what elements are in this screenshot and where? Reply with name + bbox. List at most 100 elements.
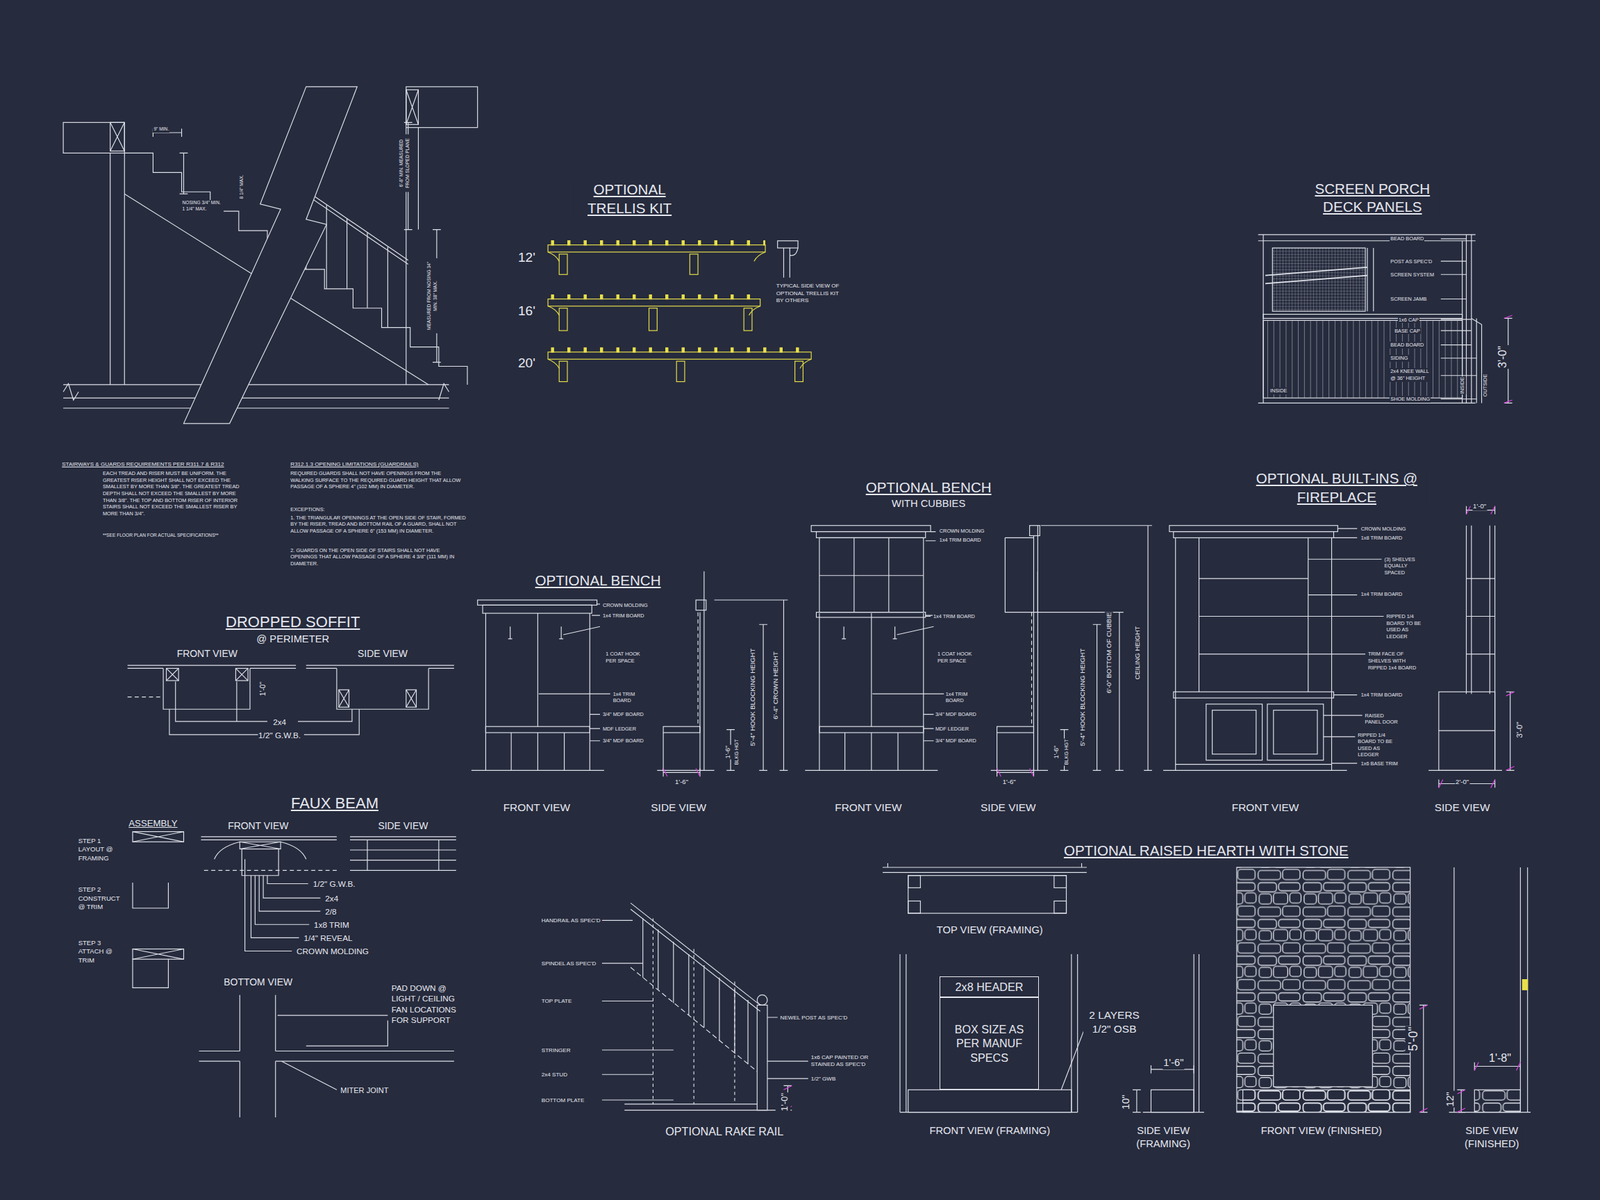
detail-title: SCREEN PORCH DECK PANELS <box>1305 179 1440 218</box>
dimension-text: 8 1/4" MAX. <box>238 173 246 200</box>
annotation-text: FRONT VIEW <box>227 819 289 832</box>
rake-rail <box>756 995 768 1006</box>
screen-porch-panels <box>1258 234 1476 403</box>
fireplace-built-ins <box>1163 764 1347 771</box>
raised-hearth <box>1236 867 1411 1113</box>
annotation-text: 9" MIN. <box>152 126 170 133</box>
raised-hearth <box>1419 1004 1428 1112</box>
trellis-kit <box>795 361 804 382</box>
dimension-text: OUTSIDE <box>1482 373 1490 398</box>
stair-section <box>183 86 357 424</box>
annotation-text: REQUIRED GUARDS SHALL NOT HAVE OPENINGS … <box>289 470 465 491</box>
dimension-text: INSIDE <box>1459 376 1466 395</box>
faux-beam <box>132 831 457 1118</box>
screen-porch-panels <box>1263 314 1463 319</box>
annotation-text: SIDE VIEW (FRAMING) <box>1131 1124 1195 1151</box>
dimension-text: 5'-0" <box>1405 1025 1422 1052</box>
fireplace-built-ins <box>1169 525 1338 532</box>
bench-crown <box>477 600 598 605</box>
raised-hearth <box>1273 1004 1373 1087</box>
raised-hearth <box>900 954 1078 1113</box>
raised-hearth <box>1449 867 1532 1113</box>
dimension-text: 6'-4" CROWN HEIGHT <box>771 651 780 721</box>
faux-beam <box>132 949 184 960</box>
cubby-bench-upper <box>1033 525 1152 771</box>
rake-rail <box>643 918 748 1064</box>
stair-section <box>110 152 125 385</box>
dimension-text: 5'-4" HOOK BLOCKING HEIGHT <box>748 647 757 747</box>
annotation-text: 2x4 STUD <box>540 1071 569 1080</box>
trellis-side-view <box>777 240 798 248</box>
faux-beam <box>350 836 457 871</box>
dimension-text: 1'-0" <box>258 681 268 697</box>
cubby-bench-upper <box>1004 525 1038 613</box>
screen-porch-panels <box>1367 247 1374 312</box>
annotation-text: 2 LAYERS 1/2" OSB <box>1082 1008 1146 1037</box>
dimension-text: 10" <box>1120 1093 1134 1111</box>
bench-side-view <box>663 732 664 771</box>
faux-beam <box>367 839 439 871</box>
dimension-text: 3'-0" <box>1494 345 1510 369</box>
annotation-text: HANDRAIL AS SPEC'D <box>540 917 602 925</box>
detail-title: DROPPED SOFFIT <box>225 612 361 633</box>
raised-hearth <box>1132 1065 1194 1113</box>
dimension-text: 1'-6" <box>1052 744 1061 760</box>
faux-beam <box>239 841 281 849</box>
annotation-text: 1x4 TRIM BOARD <box>602 612 646 620</box>
dropped-soffit <box>306 665 455 710</box>
annotation-text: RAISED PANEL DOOR <box>1364 712 1402 726</box>
stair-section <box>110 122 125 151</box>
annotation-text: 1x6 BASE TRIM <box>1360 760 1399 768</box>
annotation-text: 1/2" G.W.B. <box>312 878 357 889</box>
trellis-kit <box>550 240 766 246</box>
trellis-side-view <box>777 240 798 278</box>
annotation-text: 1x6 CAP <box>1397 316 1420 324</box>
annotation-text: 3/4" MDF BOARD <box>602 711 645 719</box>
dropped-soffit <box>127 696 162 698</box>
trellis-kit <box>550 294 760 300</box>
cubby-bench-upper <box>816 612 926 618</box>
annotation-text: 3/4" MDF BOARD <box>934 737 978 745</box>
raised-hearth <box>1419 1004 1521 1112</box>
annotation-text: 1x4 TRIM BOARD <box>932 613 976 621</box>
annotation-text: FRONT VIEW <box>176 647 239 660</box>
annotation-text: TOP VIEW (FRAMING) <box>936 923 1044 937</box>
annotation-text: 1 COAT HOOK PER SPACE <box>604 650 653 664</box>
trellis-kit <box>743 308 753 331</box>
trellis-kit <box>550 347 812 353</box>
dropped-soffit <box>235 668 248 681</box>
raised-hearth <box>1474 1089 1521 1112</box>
annotation-text: NEWEL POST AS SPEC'D <box>779 1014 849 1023</box>
faux-beam <box>204 870 337 871</box>
annotation-text: 1x4 TRIM BOARD <box>1360 691 1404 699</box>
stair-section <box>63 122 125 153</box>
annotation-text: STRINGER <box>540 1047 572 1055</box>
annotation-text: SIDE VIEW <box>650 800 707 815</box>
annotation-text: RIPPED 1/4 BOARD TO BE USED AS LEDGER <box>1356 731 1400 759</box>
annotation-text: CROWN MOLDING <box>938 527 986 535</box>
dropped-soffit <box>338 689 350 707</box>
annotation-text: SIDE VIEW <box>1434 800 1491 815</box>
annotation-text: SIDING <box>1389 354 1409 362</box>
bench-side-crown <box>695 600 707 611</box>
raised-hearth <box>1456 1062 1521 1113</box>
annotation-text: (3) SHELVES EQUALLY SPACED <box>1383 556 1426 577</box>
faux-beam <box>214 841 307 860</box>
annotation-text: FRONT VIEW (FRAMING) <box>929 1124 1052 1138</box>
annotation-text: FRONT VIEW <box>1231 800 1300 815</box>
raised-hearth <box>908 1089 1072 1112</box>
trellis-kit <box>547 352 812 360</box>
fireplace-built-ins <box>1438 506 1515 789</box>
stair-section <box>306 190 389 328</box>
box-text: BOX SIZE AS PER MANUF SPECS <box>943 1022 1036 1065</box>
annotation-text: CROWN MOLDING <box>295 945 370 957</box>
annotation-text: EXCEPTIONS: <box>289 506 325 514</box>
annotation-text: 12' <box>517 249 537 267</box>
annotation-text: 2. GUARDS ON THE OPEN SIDE OF STAIRS SHA… <box>289 547 467 568</box>
annotation-text: 2'-0" <box>1454 777 1470 787</box>
annotation-text: 1x4 TRIM BOARD <box>1360 590 1404 598</box>
annotation-text: 1/2" G.W.B. <box>257 729 302 741</box>
annotation-text: WITH CUBBIES <box>890 497 966 511</box>
firebox-box: BOX SIZE AS PER MANUF SPECS <box>939 997 1039 1091</box>
annotation-text: 1'-0" <box>1472 502 1487 511</box>
